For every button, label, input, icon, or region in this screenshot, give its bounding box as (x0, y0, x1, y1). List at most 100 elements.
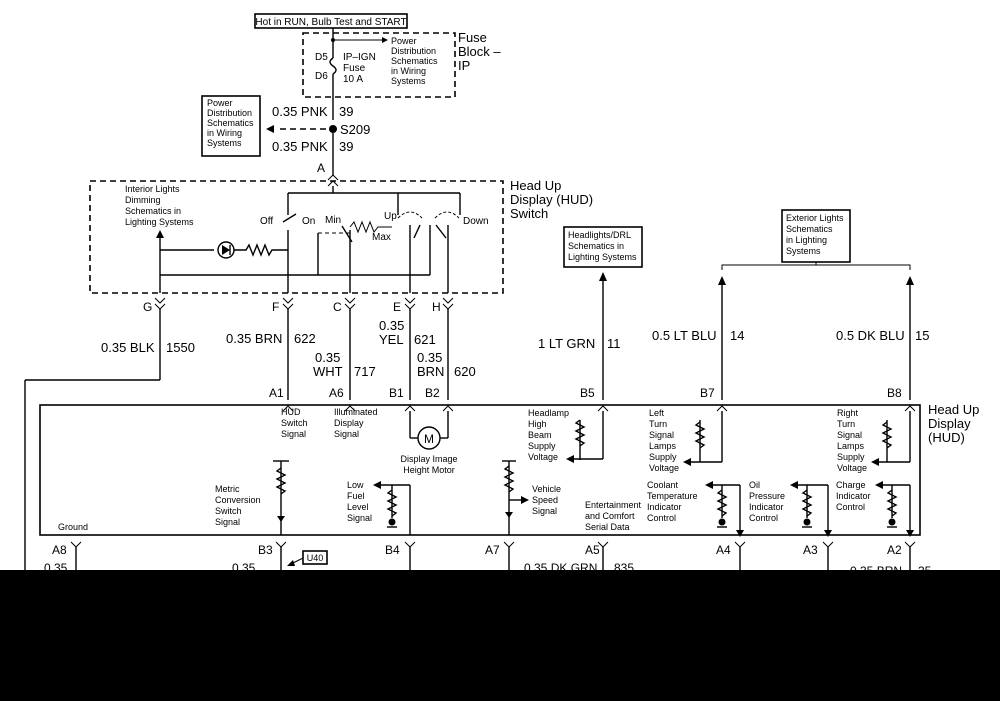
hud-switch-signal-1: HUD (281, 407, 301, 417)
u40-label: U40 (307, 553, 324, 563)
serial-3: Serial Data (585, 522, 630, 532)
right-turn-1: Right (837, 408, 859, 418)
left-turn-6: Voltage (649, 463, 679, 473)
wire-39-upper-gauge: 0.35 PNK (272, 104, 328, 119)
wire-14-circuit: 14 (730, 328, 744, 343)
right-turn-5: Supply (837, 452, 865, 462)
power-distribution-ref-box (201, 95, 261, 157)
fuse-block-title-2: Block – (458, 44, 501, 59)
hud-pin-b8: B8 (887, 386, 902, 400)
resistor-icon (234, 243, 288, 257)
right-turn-4: Lamps (837, 441, 865, 451)
hud-switch-title-1: Head Up (510, 178, 561, 193)
right-turn-3: Signal (837, 430, 862, 440)
hud-pin-b5: B5 (580, 386, 595, 400)
switch-connector-a: A (317, 161, 325, 175)
motor-symbol: M (424, 432, 434, 446)
coolant-4: Control (647, 513, 676, 523)
charge-3: Control (836, 502, 865, 512)
hud-pin-b1: B1 (389, 386, 404, 400)
wire-1550-gauge: 0.35 BLK (101, 340, 155, 355)
low-fuel-2: Fuel (347, 491, 365, 501)
fuse-icon (329, 57, 337, 75)
fuse-name-2: Fuse (343, 63, 366, 74)
splice-s209-label: S209 (340, 122, 370, 137)
hud-title-1: Head Up (928, 402, 979, 417)
low-fuel-1: Low (347, 480, 364, 490)
wire-1550-circuit: 1550 (166, 340, 195, 355)
fuse-ref-line-1: Power (391, 36, 417, 46)
wire-717-circuit: 717 (354, 364, 376, 379)
right-turn-2: Turn (837, 419, 855, 429)
wire-39-upper-circuit: 39 (339, 104, 353, 119)
cropped-black-region (0, 570, 1000, 701)
vss-1: Vehicle (532, 484, 561, 494)
fuse-ref-line-5: Systems (391, 76, 426, 86)
metric-3: Switch (215, 506, 242, 516)
switch-up-label: Up (384, 211, 397, 222)
metric-resistor-icon (275, 467, 287, 495)
splice-ref-3: Schematics (207, 118, 254, 128)
fuse-name-1: IP–IGN (343, 52, 376, 63)
exterior-ref-1: Exterior Lights (786, 213, 844, 223)
splice-s209-dot (329, 125, 337, 133)
fuse-ref-line-4: in Wiring (391, 66, 426, 76)
u40-box (302, 550, 328, 565)
fuse-block-title-3: IP (458, 58, 470, 73)
switch-max-label: Max (372, 232, 391, 243)
exterior-ref-3: in Lighting (786, 235, 827, 245)
fuse-pin-d6: D6 (315, 71, 328, 82)
switch-pin-g: G (143, 300, 152, 314)
fuse-ref-line-2: Distribution (391, 46, 436, 56)
headlamp-1: Headlamp (528, 408, 569, 418)
left-turn-4: Lamps (649, 441, 677, 451)
splice-ref-5: Systems (207, 138, 242, 148)
hud-pin-a8: A8 (52, 543, 67, 557)
vss-2: Speed (532, 495, 558, 505)
illum-signal-3: Signal (334, 429, 359, 439)
hud-switch-title-3: Switch (510, 206, 548, 221)
hud-pin-b7: B7 (700, 386, 715, 400)
hud-pin-b4: B4 (385, 543, 400, 557)
left-turn-5: Supply (649, 452, 677, 462)
hud-pin-a5: A5 (585, 543, 600, 557)
illum-signal-1: Illuminated (334, 407, 378, 417)
serial-2: and Comfort (585, 511, 635, 521)
hud-pin-a6: A6 (329, 386, 344, 400)
dimming-ref-1: Interior Lights (125, 184, 180, 194)
headlights-ref-3: Lighting Systems (568, 252, 637, 262)
low-fuel-resistor-icon (386, 489, 398, 517)
switch-pin-f: F (272, 300, 279, 314)
switch-pin-h: H (432, 300, 441, 314)
hud-pin-a4: A4 (716, 543, 731, 557)
splice-ref-2: Distribution (207, 108, 252, 118)
hud-module-boundary (39, 404, 921, 536)
wire-622-gauge: 0.35 BRN (226, 331, 282, 346)
charge-1: Charge (836, 480, 866, 490)
wire-621-circuit: 621 (414, 332, 436, 347)
switch-min-label: Min (325, 215, 341, 226)
headlamp-4: Supply (528, 441, 556, 451)
headlamp-resistor-icon (574, 419, 586, 447)
hud-pin-a3: A3 (803, 543, 818, 557)
wire-14-gauge: 0.5 LT BLU (652, 328, 717, 343)
switch-pin-c: C (333, 300, 342, 314)
wire-621-gauge-2: YEL (379, 332, 404, 347)
wire-15-circuit: 15 (915, 328, 929, 343)
hud-pin-a7: A7 (485, 543, 500, 557)
exterior-ref-4: Systems (786, 246, 821, 256)
coolant-2: Temperature (647, 491, 698, 501)
wire-620-gauge-1: 0.35 (417, 350, 442, 365)
fuse-name-3: 10 A (343, 74, 363, 85)
left-turn-1: Left (649, 408, 665, 418)
charge-2: Indicator (836, 491, 871, 501)
hud-pin-b2: B2 (425, 386, 440, 400)
hud-pin-a1: A1 (269, 386, 284, 400)
wire-622-circuit: 622 (294, 331, 316, 346)
wire-39-lower-circuit: 39 (339, 139, 353, 154)
hud-pin-a2: A2 (887, 543, 902, 557)
hud-switch-boundary (89, 180, 504, 294)
wire-11-gauge: 1 LT GRN (538, 336, 595, 351)
headlamp-3: Beam (528, 430, 552, 440)
